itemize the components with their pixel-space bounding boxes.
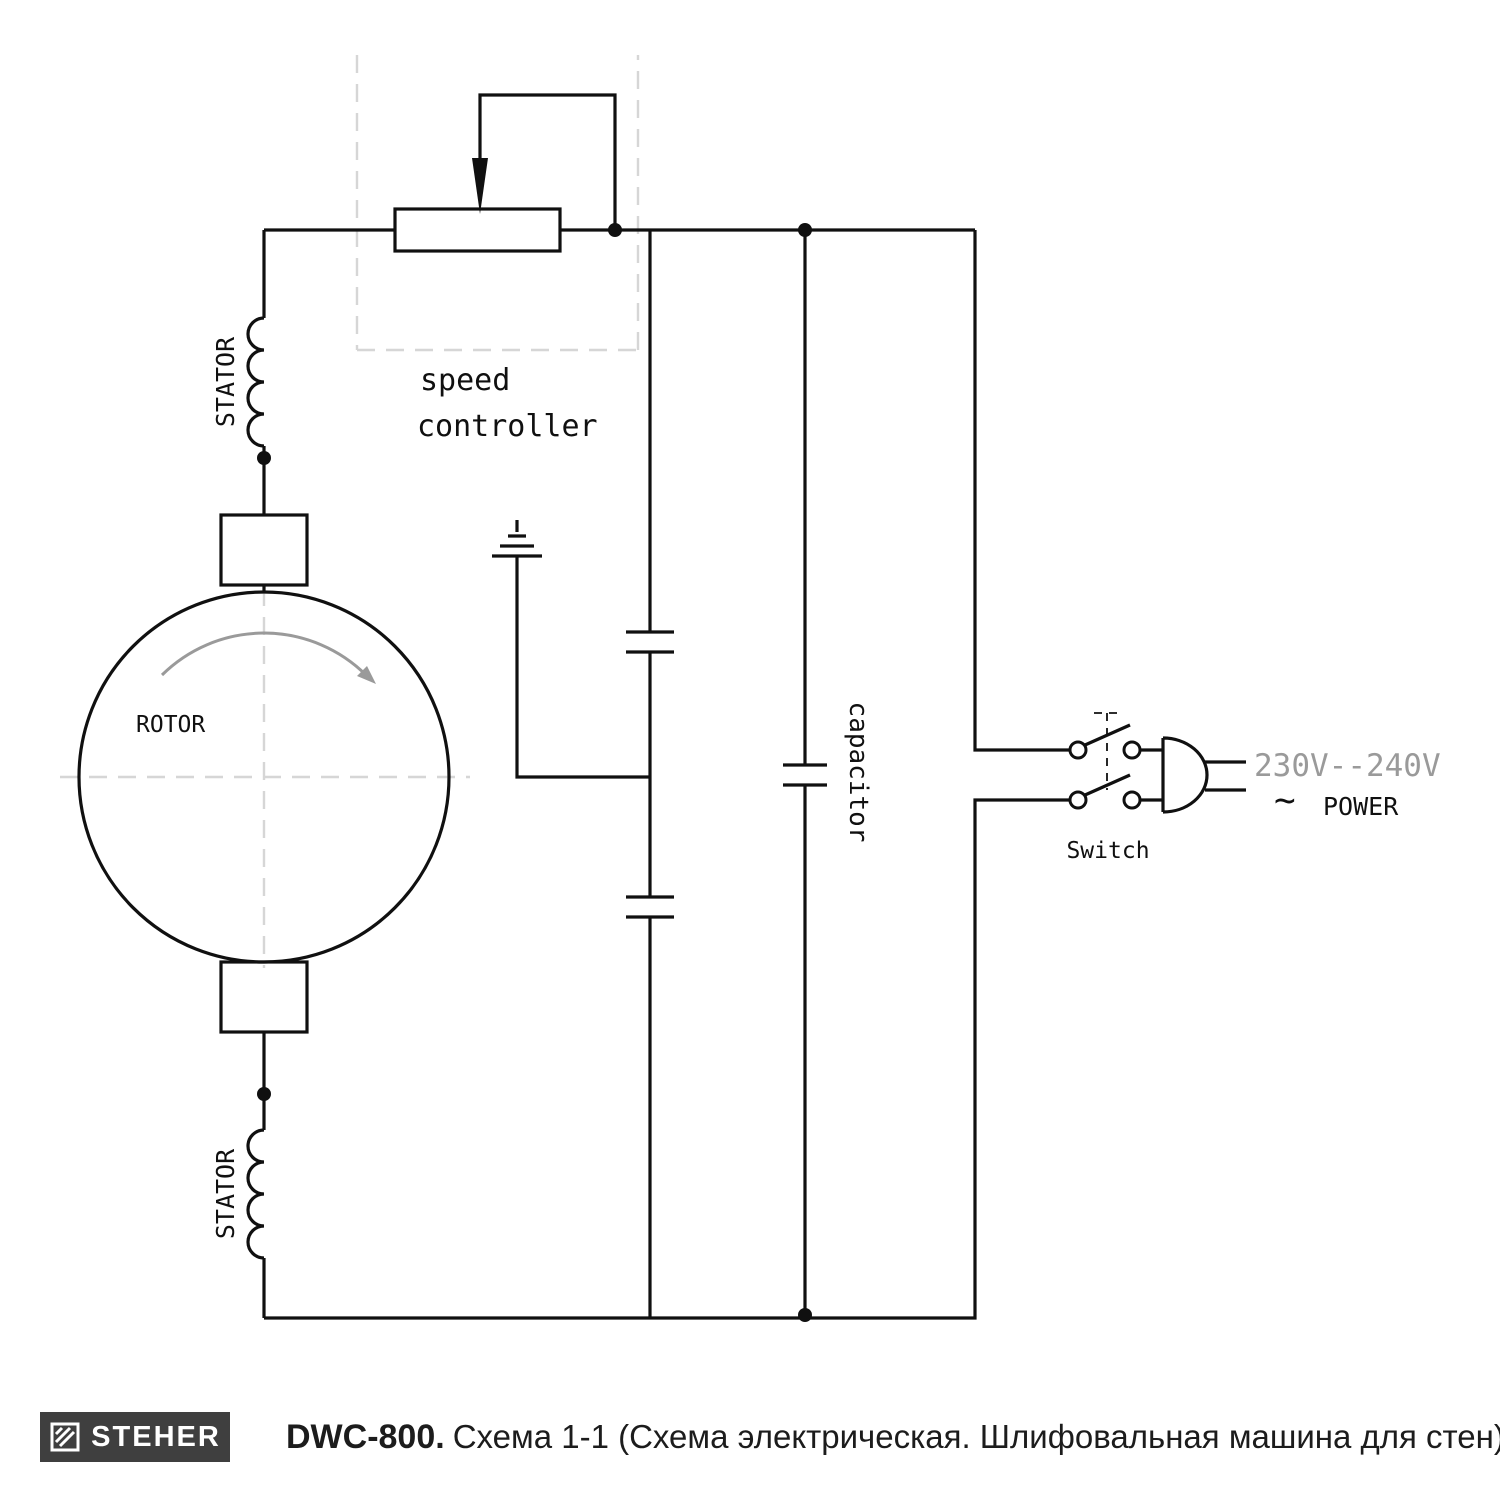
label-rotor: ROTOR <box>136 712 205 738</box>
label-power: POWER <box>1323 792 1399 821</box>
junction-dot <box>608 223 622 237</box>
steher-logo-icon <box>50 1422 80 1452</box>
rotation-arrow-arc <box>160 631 368 677</box>
brush-box-bottom <box>219 960 309 1034</box>
suppressor-line <box>626 230 674 1318</box>
potentiometer-wiper-arrow-icon <box>472 158 488 214</box>
wire-right-rail-top <box>973 230 1070 752</box>
switch-link-dashed <box>1094 712 1120 790</box>
switch-terminal <box>1122 790 1142 810</box>
diagram-caption: DWC-800.Схема 1-1 (Схема электрическая. … <box>286 1418 1500 1457</box>
label-switch: Switch <box>1066 838 1149 864</box>
capacitor-line <box>783 230 827 1318</box>
logo-text: STEHER <box>91 1420 221 1453</box>
label-ac-symbol: ~ <box>1274 780 1296 821</box>
stator-coil-bottom <box>246 1128 265 1260</box>
caption-text: Схема 1-1 (Схема электрическая. Шлифовал… <box>452 1417 1500 1455</box>
switch-to-plug-wires <box>1140 748 1163 802</box>
potentiometer-body <box>393 207 562 253</box>
junction-dot <box>798 1308 812 1322</box>
potentiometer-wiper-loop <box>478 93 617 230</box>
switch-terminal <box>1122 740 1142 760</box>
junction-dot <box>798 223 812 237</box>
label-speed-line2: controller <box>417 409 598 444</box>
stator-coil-top <box>246 316 265 448</box>
plug-prongs <box>1205 760 1246 792</box>
rotor-circle <box>77 590 451 964</box>
switch-terminal <box>1068 740 1088 760</box>
label-stator-bottom: STATOR <box>211 1148 240 1239</box>
junction-dot <box>257 451 271 465</box>
schematic-canvas: ROTOR STATOR STATOR capacitor Switch spe… <box>60 55 1441 1322</box>
brush-box-top <box>219 513 309 587</box>
steher-logo: STEHER <box>40 1412 230 1462</box>
junction-dot <box>257 1087 271 1101</box>
switch-blade-bottom <box>1084 773 1131 797</box>
speed-controller-dashed-box <box>355 55 640 352</box>
label-speed-line1: speed <box>420 363 510 398</box>
wire-bottom-and-right-rail <box>264 798 1070 1320</box>
ground-icon <box>492 520 542 558</box>
switch-terminal <box>1068 790 1088 810</box>
model-number: DWC-800. <box>286 1417 445 1456</box>
rotor-crosshair-lines <box>60 588 470 968</box>
plug-body-icon <box>1161 736 1209 814</box>
label-voltage: 230V--240V <box>1254 748 1441 784</box>
label-capacitor: capacitor <box>843 702 873 843</box>
ground-wire <box>515 556 650 779</box>
rotation-arrow-head-icon <box>357 666 376 684</box>
label-stator-top: STATOR <box>211 336 240 427</box>
footer: STEHER DWC-800.Схема 1-1 (Схема электрич… <box>40 1412 1500 1462</box>
